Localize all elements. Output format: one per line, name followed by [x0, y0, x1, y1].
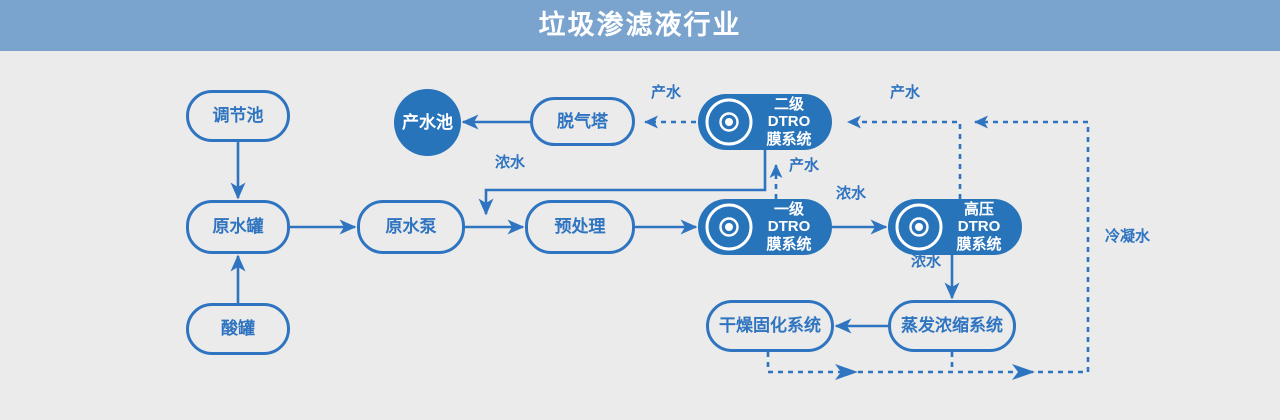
page-header: 垃圾渗滤液行业	[0, 0, 1280, 51]
node-yuchuli[interactable]: 预处理	[525, 200, 635, 254]
node-tuoqita[interactable]: 脱气塔	[530, 97, 635, 146]
node-label: 原水罐	[212, 217, 264, 237]
node-label: 酸罐	[221, 319, 255, 339]
membrane-target-icon	[704, 202, 754, 252]
edge-label-nongshui-mid: 浓水	[836, 185, 867, 202]
node-ganzao-guhua[interactable]: 干燥固化系统	[706, 300, 834, 352]
bottom-run-arrowheads	[835, 364, 1035, 380]
membrane-target-icon	[704, 97, 754, 147]
edge-dtro2-to-preflow-nongshui	[478, 150, 767, 216]
node-yuanshuibeng[interactable]: 原水泵	[357, 200, 465, 254]
node-label: 产水池	[402, 112, 453, 132]
node-suanguan[interactable]: 酸罐	[186, 303, 290, 355]
node-label: 调节池	[212, 106, 264, 126]
edge-label-chanshui-mid: 产水	[789, 157, 820, 174]
node-label: 预处理	[554, 217, 606, 237]
node-label: 脱气塔	[557, 111, 608, 131]
edge-label-nongshui-left: 浓水	[495, 154, 526, 171]
node-zhengfa-nongsuo[interactable]: 蒸发浓缩系统	[888, 300, 1016, 352]
edge-label-nongshui-down: 浓水	[911, 253, 942, 270]
edge-condensate-return	[766, 115, 1090, 374]
node-label: 原水泵	[385, 217, 437, 237]
node-label: 蒸发浓缩系统	[901, 316, 1003, 336]
edge-label-lengningshui: 冷凝水	[1105, 228, 1151, 245]
page-title: 垃圾渗滤液行业	[538, 10, 742, 40]
node-yuanshuiguan[interactable]: 原水罐	[186, 200, 290, 254]
edge-label-chanshui-right: 产水	[890, 84, 921, 101]
node-tiaojiechi[interactable]: 调节池	[186, 90, 290, 142]
node-chanshuichi[interactable]: 产水池	[394, 89, 461, 156]
node-label: 干燥固化系统	[719, 316, 821, 336]
membrane-target-icon	[894, 202, 944, 252]
edge-dtrohp-to-dtro2-chanshui	[847, 115, 962, 199]
edge-label-chanshui-top: 产水	[651, 84, 682, 101]
